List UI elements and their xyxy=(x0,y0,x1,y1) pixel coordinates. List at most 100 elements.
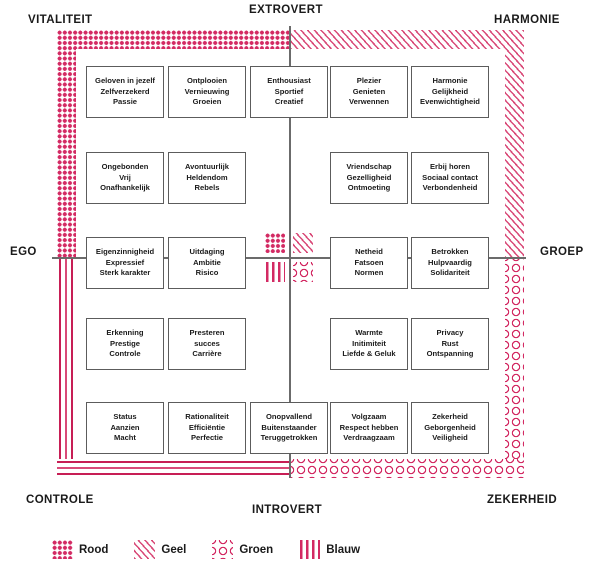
hatch-pattern-icon xyxy=(134,540,156,559)
trait-line: Vriendschap xyxy=(346,161,392,171)
pole-label-introvert: INTROVERT xyxy=(252,504,323,516)
trait-line: Plezier xyxy=(356,75,382,85)
trait-line: Evenwichtigheid xyxy=(420,97,480,107)
hatch-pattern-icon xyxy=(293,233,313,253)
trait-line: Ontplooien xyxy=(186,75,228,85)
trait-line: Presteren xyxy=(189,327,225,337)
frame-segment-blauw-bottom xyxy=(57,459,290,478)
legend-item-groen: Groen xyxy=(212,540,273,559)
trait-line: Carrière xyxy=(192,349,222,359)
trait-line: Avontuurlijk xyxy=(184,161,230,171)
trait-line: Rationaliteit xyxy=(185,411,229,421)
trait-line: Fatsoen xyxy=(354,257,384,267)
trait-line: Eigenzinnigheid xyxy=(95,246,155,256)
trait-line: Gelijkheid xyxy=(431,86,469,96)
legend-item-geel: Geel xyxy=(134,540,186,559)
bars-pattern-icon xyxy=(265,262,285,282)
legend-label: Rood xyxy=(79,543,109,556)
legend-label: Groen xyxy=(239,543,274,556)
trait-line: Sociaal contact xyxy=(422,172,478,182)
frame-segment-rood-top xyxy=(57,30,290,49)
trait-line: Erkenning xyxy=(106,327,144,337)
dots-pattern-icon xyxy=(265,233,285,253)
trait-line: Geloven in jezelf xyxy=(95,75,155,85)
trait-line: Heldendom xyxy=(186,172,228,182)
trait-line: Gezelligheid xyxy=(346,172,392,182)
trait-line: Risico xyxy=(195,268,219,278)
trait-line: Warmte xyxy=(355,327,383,337)
lattice-pattern-icon xyxy=(212,540,234,559)
trait-line: Creatief xyxy=(274,97,304,107)
trait-line: Ontspanning xyxy=(426,349,474,359)
trait-line: Aanzien xyxy=(110,422,140,432)
axis-horizontal-ego-groep xyxy=(52,257,526,259)
trait-line: Solidariteit xyxy=(430,268,470,278)
pattern-legend: Rood Geel Groen Blauw xyxy=(52,540,360,559)
trait-line: Privacy xyxy=(436,327,464,337)
trait-line: Onopvallend xyxy=(266,411,312,421)
bars-pattern-icon xyxy=(299,540,321,559)
trait-line: Ontmoeting xyxy=(347,183,391,193)
trait-line: Passie xyxy=(112,97,138,107)
legend-label: Geel xyxy=(161,543,187,556)
pole-label-ego: EGO xyxy=(10,246,37,258)
legend-item-rood: Rood xyxy=(52,540,108,559)
trait-line: Sportief xyxy=(274,86,304,96)
trait-line: Genieten xyxy=(352,86,386,96)
trait-line: Harmonie xyxy=(432,75,468,85)
trait-line: Vrij xyxy=(119,172,131,182)
trait-line: Normen xyxy=(354,268,384,278)
trait-line: Netheid xyxy=(355,246,383,256)
trait-line: Betrokken xyxy=(431,246,469,256)
trait-line: Ongebonden xyxy=(101,161,149,171)
trait-line: Prestige xyxy=(110,338,140,348)
axis-vertical-extrovert-introvert xyxy=(289,26,291,478)
trait-line: Expressief xyxy=(105,257,145,267)
trait-line: Onafhankelijk xyxy=(100,183,150,193)
trait-line: Verbondenheid xyxy=(422,183,478,193)
frame-segment-geel-right xyxy=(505,30,524,258)
pole-label-vitaliteit: VITALITEIT xyxy=(28,14,93,26)
pole-label-extrovert: EXTROVERT xyxy=(249,4,323,16)
trait-line: Teruggetrokken xyxy=(260,433,318,443)
lattice-pattern-icon xyxy=(293,262,313,282)
trait-line: Veiligheid xyxy=(432,433,468,443)
trait-line: Zekerheid xyxy=(432,411,468,421)
trait-line: Macht xyxy=(114,433,136,443)
trait-line: Buitenstaander xyxy=(261,422,317,432)
frame-segment-rood-left xyxy=(57,30,76,258)
trait-line: Rust xyxy=(441,338,459,348)
legend-item-blauw: Blauw xyxy=(299,540,360,559)
trait-line: Ambitie xyxy=(193,257,221,267)
pole-label-groep: GROEP xyxy=(540,246,584,258)
trait-line: Liefde & Geluk xyxy=(342,349,396,359)
frame-segment-groen-bottom xyxy=(290,459,524,478)
trait-line: succes xyxy=(194,338,220,348)
trait-line: Groeien xyxy=(192,97,222,107)
legend-label: Blauw xyxy=(326,543,361,556)
trait-line: Geborgenheid xyxy=(424,422,476,432)
center-pattern-key xyxy=(264,232,316,284)
pole-label-controle: CONTROLE xyxy=(26,494,94,506)
trait-line: Zelfverzekerd xyxy=(100,86,150,96)
pole-label-zekerheid: ZEKERHEID xyxy=(487,494,558,506)
trait-line: Verwennen xyxy=(348,97,390,107)
trait-line: Uitdaging xyxy=(189,246,225,256)
